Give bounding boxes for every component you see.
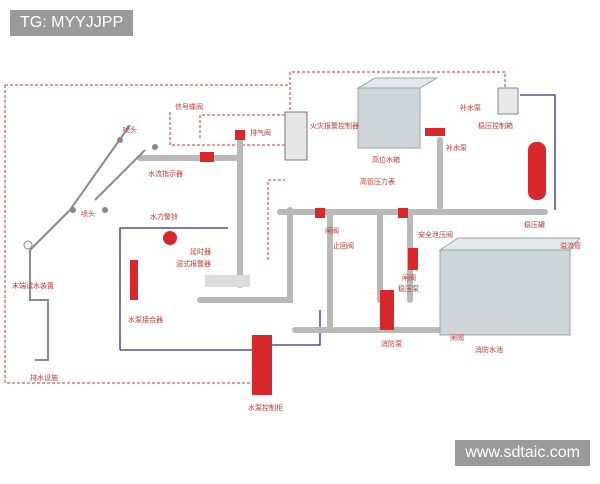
label-stab-pump: 稳压泵 bbox=[398, 284, 419, 293]
fire-pump bbox=[380, 290, 394, 330]
exhaust-valve bbox=[235, 130, 245, 140]
pressure-control-box bbox=[497, 87, 519, 115]
label-pressure-ctrl-box: 稳压控制箱 bbox=[478, 121, 513, 130]
label-delay-device: 延时器 bbox=[190, 247, 211, 256]
watermark-site: www.sdtaic.com bbox=[455, 440, 590, 466]
wet-alarm-valve bbox=[205, 275, 250, 287]
pipe-pool-link bbox=[327, 209, 413, 333]
label-check-valve: 止回阀 bbox=[333, 241, 354, 250]
sprinkler-head bbox=[117, 137, 123, 143]
label-alarm-panel: 火灾报警控制器 bbox=[310, 121, 359, 130]
label-gate-valve-2: 闸阀 bbox=[402, 273, 416, 282]
stabilizing-pump bbox=[408, 248, 418, 270]
fire-alarm-panel bbox=[284, 111, 308, 161]
label-pump-ctrl-cabinet: 水泵控制柜 bbox=[248, 403, 283, 412]
label-signal-valve: 信号蝶阀 bbox=[175, 102, 203, 111]
label-gong: 水力警铃 bbox=[150, 212, 178, 221]
water-gong bbox=[163, 231, 177, 245]
pump-adapter bbox=[130, 260, 138, 300]
label-flow-indicator: 水流指示器 bbox=[148, 169, 183, 178]
label-pressure-tank: 稳压罐 bbox=[524, 220, 545, 229]
pump-control-cabinet bbox=[252, 335, 272, 395]
label-safety-valve: 安全泄压阀 bbox=[418, 230, 453, 239]
label-drain: 排水设施 bbox=[30, 373, 58, 382]
valve bbox=[398, 208, 408, 218]
high-tank-top bbox=[356, 77, 439, 89]
label-exhaust-valve: 排气阀 bbox=[250, 128, 271, 137]
pressure-tank bbox=[528, 142, 546, 200]
label-gate-valve-3: 闸阀 bbox=[450, 333, 464, 342]
label-sprinkler-top: 喷头 bbox=[123, 125, 137, 134]
end-test-gauge-icon bbox=[23, 240, 33, 250]
label-makeup-pump-2: 补水泵 bbox=[446, 143, 467, 152]
high-level-water-tank bbox=[357, 87, 421, 149]
pipe-left-bottom bbox=[197, 207, 293, 303]
signal-line-loop bbox=[4, 71, 506, 384]
label-gate-valve: 闸阀 bbox=[325, 226, 339, 235]
signal-butterfly-valve bbox=[200, 152, 214, 162]
label-end-test: 末端试水装置 bbox=[12, 281, 54, 290]
drain-pipe bbox=[35, 345, 49, 361]
control-line-pressure bbox=[520, 94, 556, 210]
label-overflow-pipe: 溢流管 bbox=[560, 241, 581, 250]
gate-valve bbox=[315, 208, 325, 218]
sprinkler-head bbox=[102, 207, 108, 213]
label-pump-adapter: 水泵接合器 bbox=[128, 315, 163, 324]
sprinkler-head bbox=[70, 207, 76, 213]
watermark-tg: TG: MYYJJPP bbox=[10, 10, 134, 36]
fire-pool-top bbox=[438, 237, 582, 251]
fire-water-pool bbox=[439, 249, 571, 336]
label-fire-pool: 消防水池 bbox=[475, 345, 503, 354]
label-makeup-pump: 补水泵 bbox=[460, 103, 481, 112]
sprinkler-branch-lines bbox=[29, 124, 146, 345]
label-wet-alarm-valve: 湿式报警器 bbox=[176, 259, 211, 268]
control-line-pump-cabinet bbox=[119, 227, 321, 351]
sprinkler-head bbox=[152, 144, 158, 150]
label-high-tank: 高位水箱 bbox=[372, 155, 400, 164]
signal-line-alarm bbox=[199, 114, 285, 260]
label-fire-pump: 消防泵 bbox=[381, 339, 402, 348]
makeup-pump-unit bbox=[425, 128, 445, 136]
label-high-pressure-switch: 高管压力表 bbox=[360, 177, 395, 186]
label-sprinkler-left: 喷头 bbox=[81, 209, 95, 218]
